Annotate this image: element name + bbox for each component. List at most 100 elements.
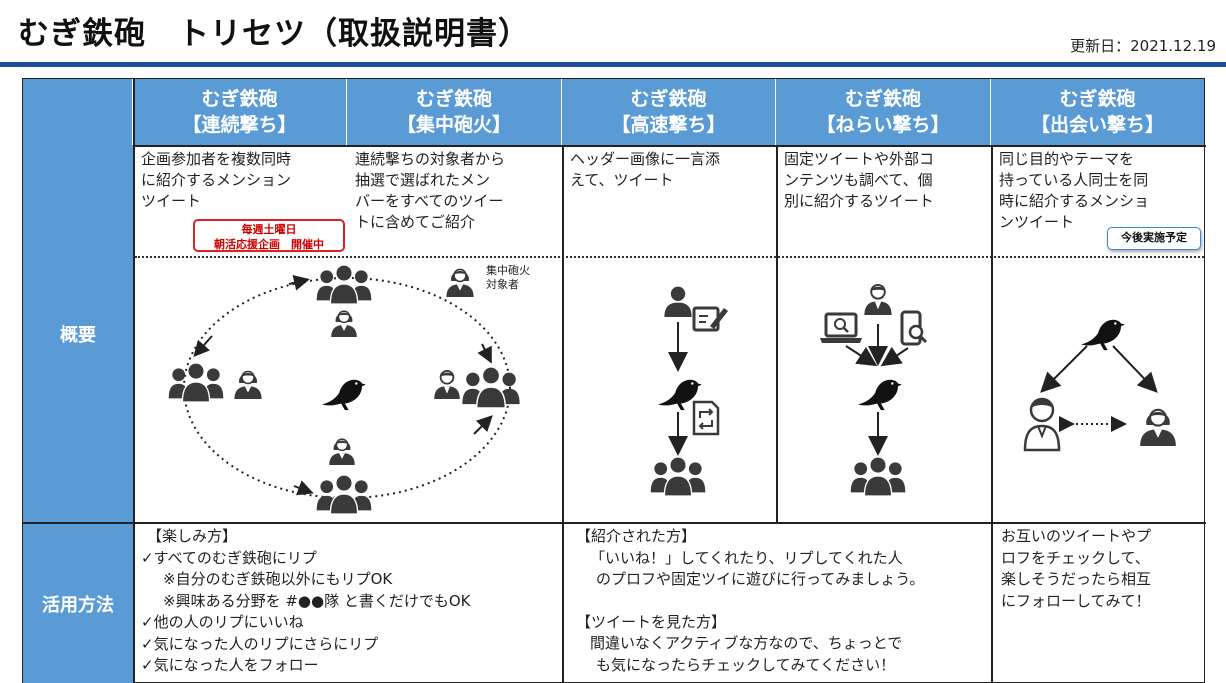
person-icon <box>863 283 893 317</box>
title-rule <box>0 62 1226 67</box>
person-icon <box>433 369 461 400</box>
arrow <box>1040 345 1088 393</box>
arrow <box>288 274 310 291</box>
text-line: ンテンツも調べて、個 <box>784 171 933 189</box>
overview-text-shuchu: 連続撃ちの対象者から 抽選で選ばれたメン バーをすべてのツイー トに含めてご紹介 <box>347 145 562 237</box>
usage-line: ✓他の人のリプにいいね <box>141 613 304 631</box>
bird-icon <box>322 379 366 411</box>
row-label-usage: 活用方法 <box>23 523 133 683</box>
group-icon <box>168 362 224 402</box>
grid-line <box>562 145 564 683</box>
grid-line <box>133 79 135 683</box>
updated-date: 更新日：2021.12.19 <box>1070 37 1216 55</box>
column-header-deai: むぎ鉄砲 【出会い撃ち】 <box>991 79 1204 145</box>
nerai-diagram <box>820 283 928 496</box>
arrow <box>477 343 492 364</box>
bird-icon <box>858 379 902 411</box>
usage-left: 【楽しみ方】 ✓すべてのむぎ鉄砲にリプ ※自分のむぎ鉄砲以外にもリプOK ※興味… <box>141 526 556 677</box>
corner-cell <box>23 79 133 145</box>
person-icon <box>1138 408 1178 448</box>
column-header-line1: むぎ鉄砲 <box>844 88 921 110</box>
person-icon <box>1023 397 1061 452</box>
text-line: バーをすべてのツイー <box>355 192 504 210</box>
laptop-search-icon <box>820 312 862 343</box>
arrow <box>880 346 909 367</box>
deai-diagram <box>1023 319 1178 452</box>
text-line: 連続撃ちの対象者から <box>355 150 506 168</box>
column-header-line2: 【出会い撃ち】 <box>1030 114 1164 136</box>
overview-text-nerai: 固定ツイートや外部コ ンテンツも調べて、個 別に紹介するツイート <box>776 145 991 216</box>
column-header-nerai: むぎ鉄砲 【ねらい撃ち】 <box>776 79 991 145</box>
usage-heading: 【ツイートを見た方】 <box>576 612 727 631</box>
usage-line: ロフをチェックして、 <box>1001 548 1150 567</box>
phone-search-icon <box>900 310 928 346</box>
upcoming-badge: 今後実施予定 <box>1107 227 1201 250</box>
group-icon <box>462 366 520 408</box>
rensoku-shuchu-diagram: 集中砲火 対象者 <box>168 263 530 514</box>
row-label-overview: 概要 <box>23 145 133 522</box>
usage-line: のプロフや固定ツイに遊びに行ってみましょう。 <box>596 570 925 588</box>
column-header-line2: 【集中砲火】 <box>396 114 511 136</box>
page-title: むぎ鉄砲 トリセツ（取扱説明書） <box>18 16 530 52</box>
grid-line <box>991 145 993 683</box>
text-line: えて、ツイート <box>570 171 674 189</box>
usage-line: お互いのツイートやプ <box>1001 527 1152 545</box>
usage-middle: 【紹介された方】 「いいね！」してくれたり、リプしてくれた人 のプロフや固定ツイ… <box>576 526 988 676</box>
usage-line: 「いいね！」してくれたり、リプしてくれた人 <box>590 548 903 567</box>
column-header-line2: 【高速撃ち】 <box>611 114 726 136</box>
grid-line <box>776 145 778 522</box>
group-icon <box>850 456 906 496</box>
column-header-line1: むぎ鉄砲 <box>1059 88 1136 110</box>
usage-line: ※自分のむぎ鉄砲以外にもリプOK <box>163 570 393 588</box>
usage-heading: 【楽しみ方】 <box>147 527 238 545</box>
usage-line: 楽しそうだったら相互 <box>1001 570 1152 588</box>
usage-line: にフォローしてみて！ <box>1001 591 1151 610</box>
person-icon <box>328 438 356 466</box>
usage-line: ✓気になった人をフォロー <box>141 656 319 674</box>
overview-text-deai: 同じ目的やテーマを 持っている人同士を同 時に紹介するメンショ ンツイート <box>991 145 1204 237</box>
arrow <box>1112 345 1158 393</box>
diagram-label: 対象者 <box>486 277 519 291</box>
column-header-line1: むぎ鉄砲 <box>630 88 707 110</box>
text-line: 持っている人同士を同 <box>999 171 1149 189</box>
overview-text-kosoku: ヘッダー画像に一言添 えて、ツイート <box>562 145 776 195</box>
usage-line: ✓気になった人のリプにさらにリプ <box>141 634 379 653</box>
bird-icon <box>1081 319 1125 351</box>
group-icon <box>316 264 372 304</box>
usage-heading: 【紹介された方】 <box>576 527 697 545</box>
dotted-divider <box>135 256 1204 258</box>
text-line: 企画参加者を複数同時 <box>141 150 292 168</box>
diagram-label: 集中砲火 <box>486 263 530 277</box>
text-line: 抽選で選ばれたメン <box>355 171 491 189</box>
text-line: 別に紹介するツイート <box>784 192 934 210</box>
text-line: 同じ目的やテーマを <box>999 150 1135 168</box>
usage-line: も気になったらチェックしてみてください！ <box>596 655 896 674</box>
text-line: ンツイート <box>999 213 1075 231</box>
person-icon <box>330 310 358 338</box>
arrow <box>473 415 493 435</box>
text-line: に紹介するメンション <box>141 171 292 189</box>
arrow <box>845 345 878 367</box>
usage-right: お互いのツイートやプ ロフをチェックして、 楽しそうだったら相互 にフォローして… <box>1001 526 1201 612</box>
compose-icon <box>692 306 728 332</box>
person-icon <box>233 370 263 400</box>
arrow <box>193 335 213 357</box>
badge-line: 朝活応援企画 開催中 <box>214 238 324 251</box>
column-header-line2: 【連続撃ち】 <box>182 114 297 136</box>
column-header-kosoku: むぎ鉄砲 【高速撃ち】 <box>562 79 776 145</box>
text-line: ヘッダー画像に一言添 <box>570 150 721 168</box>
event-badge: 毎週土曜日 朝活応援企画 開催中 <box>193 219 345 252</box>
retweet-icon <box>692 400 720 436</box>
text-line: 固定ツイートや外部コ <box>784 150 935 168</box>
usage-line: 間違いなくアクティブな方なので、ちょっとで <box>590 634 903 652</box>
manual-table: 概要 活用方法 むぎ鉄砲 【連続撃ち】 むぎ鉄砲 【集中砲火】 むぎ鉄砲 【高速… <box>22 78 1206 683</box>
spacer <box>576 591 988 612</box>
overview-text-rensoku: 企画参加者を複数同時 に紹介するメンション ツイート <box>133 145 347 216</box>
column-header-line1: むぎ鉄砲 <box>415 88 492 110</box>
text-line: 時に紹介するメンショ <box>999 192 1150 210</box>
badge-line: 毎週土曜日 <box>241 223 297 236</box>
column-header-rensoku: むぎ鉄砲 【連続撃ち】 <box>133 79 347 145</box>
usage-line: ✓すべてのむぎ鉄砲にリプ <box>141 548 317 567</box>
column-header-shuchu: むぎ鉄砲 【集中砲火】 <box>347 79 562 145</box>
column-header-line2: 【ねらい撃ち】 <box>816 114 950 136</box>
